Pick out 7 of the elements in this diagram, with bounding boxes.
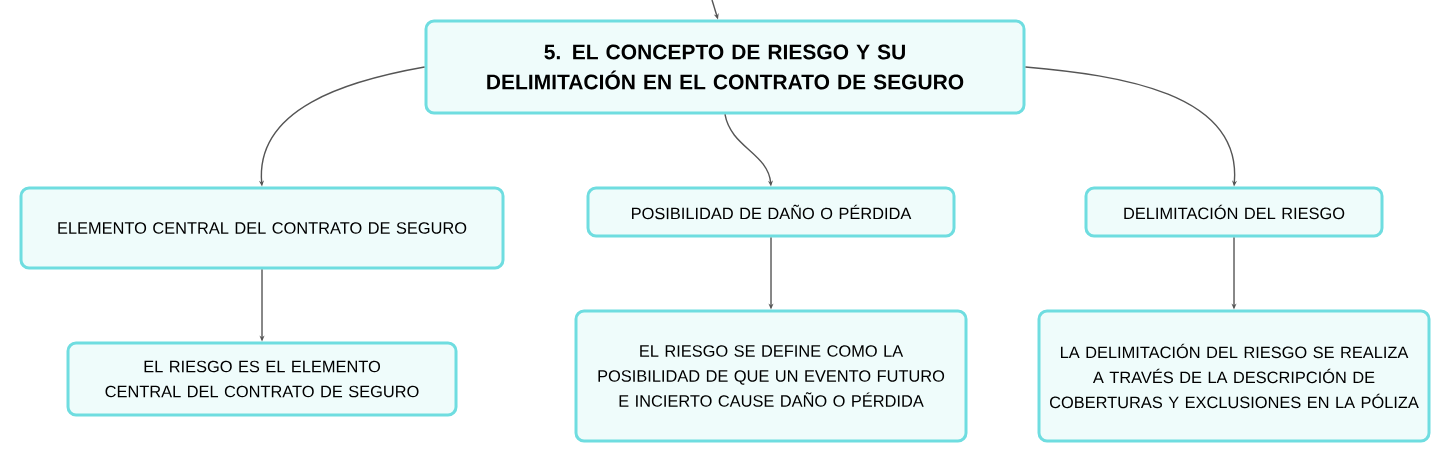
subtopic-box: EL RIESGO SE DEFINE COMO LA POSIBILIDAD DE QUE UN EVENTO FUTURO E INCIERTO CAUSE DAÑO O PÉRDIDA [574,309,968,443]
subtopic-box: POSIBILIDAD DE DAÑO O PÉRDIDA [586,186,956,238]
subtopic-box: LA DELIMITACIÓN DEL RIESGO SE REALIZA A TRAVÉS DE LA DESCRIPCIÓN DE COBERTURAS Y EXCLUSIONES EN LA PÓLIZA [1037,309,1431,443]
subtopic-box: ELEMENTO CENTRAL DEL CONTRATO DE SEGURO [19,186,505,270]
subtopic-box: DELIMITACIÓN DEL RIESGO [1084,186,1384,238]
topic-box: 5. EL CONCEPTO DE RIESGO Y SU DELIMITACIÓN EN EL CONTRATO DE SEGURO [424,19,1026,115]
subtopic-box: EL RIESGO ES EL ELEMENTO CENTRAL DEL CONTRATO DE SEGURO [66,341,458,417]
